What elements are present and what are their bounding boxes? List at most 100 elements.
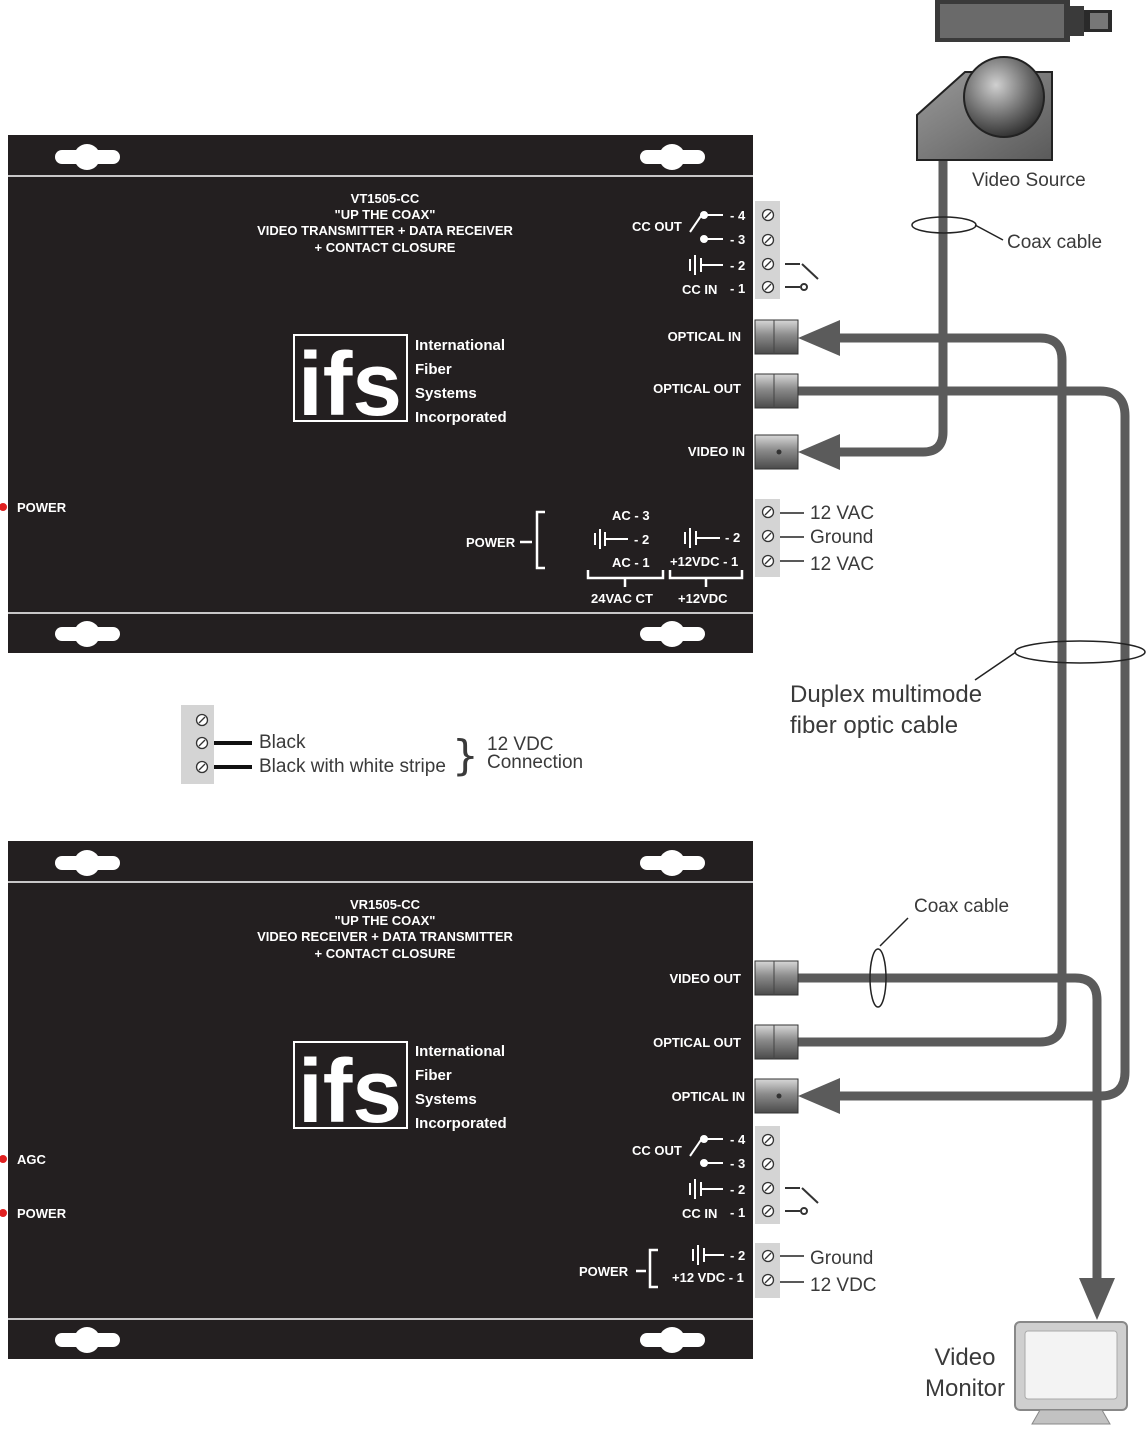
logo-line-2: Fiber (415, 361, 452, 378)
mounting-slot-icon (55, 144, 705, 647)
tx-ac3: AC - 3 (612, 508, 650, 523)
rx-optical-out-label: OPTICAL OUT (653, 1035, 741, 1050)
relay-switch-icon (689, 211, 723, 243)
agc-led (0, 1155, 7, 1163)
tx-pin-2: - 2 (730, 258, 745, 273)
legend-connection-1: 12 VDC (487, 734, 554, 755)
bnc-connector-icon (754, 960, 799, 996)
coax-marker-icon (869, 948, 887, 1008)
fiber-cable-a (793, 333, 1067, 1047)
monitor-label-1: Video (935, 1344, 996, 1371)
rx-pin-3: - 3 (730, 1156, 745, 1171)
rx-optical-in-label: OPTICAL IN (672, 1089, 745, 1104)
tx-power-label: POWER (466, 535, 516, 550)
battery-icon (689, 1179, 723, 1199)
rx-pin-4: - 4 (730, 1132, 746, 1147)
coax-cable-video-in (833, 155, 948, 457)
tx-ac-group: 24VAC CT (591, 591, 653, 606)
video-camera-icon (916, 0, 1112, 161)
logo-mark: ifs (298, 1042, 402, 1142)
tx-dc-group: +12VDC (678, 591, 728, 606)
wire-legend: Black Black with white stripe } 12 VDC C… (181, 705, 583, 784)
ground-rx-label: Ground (810, 1248, 873, 1269)
rx-pw1: +12 VDC - 1 (672, 1270, 744, 1285)
tx-title-4: + CONTACT CLOSURE (315, 240, 456, 255)
ground-top-label: Ground (810, 527, 873, 548)
legend-connection-2: Connection (487, 752, 583, 773)
tx-ac1: AC - 1 (612, 555, 650, 570)
tx-title-2: "UP THE COAX" (335, 207, 436, 222)
arrowhead-monitor (1079, 1278, 1115, 1320)
logo-line-2: Fiber (415, 1067, 452, 1084)
logo-line-1: International (415, 1043, 505, 1060)
dc-battery-icon (684, 528, 720, 548)
battery-icon (689, 255, 723, 275)
tx-power-led-label: POWER (17, 500, 67, 515)
tx-optical-in-label: OPTICAL IN (668, 329, 741, 344)
logo-mark: ifs (298, 335, 402, 435)
tx-dc2: - 2 (725, 530, 740, 545)
vdc-rx-label: 12 VDC (810, 1275, 877, 1296)
tx-pin-4: - 4 (730, 208, 746, 223)
rx-title-1: VR1505-CC (350, 897, 421, 912)
rx-cc-out-label: CC OUT (632, 1143, 682, 1158)
rx-pin-2: - 2 (730, 1182, 745, 1197)
coax-bottom-label: Coax cable (914, 896, 1009, 917)
receiver-unit: VR1505-CC "UP THE COAX" VIDEO RECEIVER +… (0, 841, 753, 1359)
mounting-slot-icon (55, 850, 705, 1353)
legend-stripe: Black with white stripe (259, 756, 446, 777)
power-bracket (636, 1248, 658, 1289)
tx-ac2: - 2 (634, 532, 649, 547)
rx-video-out-label: VIDEO OUT (669, 971, 741, 986)
rx-cc-in-label: CC IN (682, 1206, 717, 1221)
tx-cc-out-label: CC OUT (632, 219, 682, 234)
cables (793, 155, 1130, 1295)
video-monitor-icon (1014, 1321, 1128, 1425)
contact-switch-icon (785, 263, 819, 291)
rx-title-3: VIDEO RECEIVER + DATA TRANSMITTER (257, 929, 513, 944)
logo-line-3: Systems (415, 385, 477, 402)
rx-pw2: - 2 (730, 1248, 745, 1263)
ifs-logo: ifs International Fiber Systems Incorpor… (293, 334, 507, 435)
legend-black: Black (259, 732, 306, 753)
tx-video-in-label: VIDEO IN (688, 444, 745, 459)
arrowhead-video-in (798, 434, 840, 470)
coax-top-label: Coax cable (1007, 232, 1102, 253)
tx-title-1: VT1505-CC (351, 191, 420, 206)
terminal-screw-icon (761, 1133, 775, 1287)
relay-switch-icon (689, 1135, 723, 1167)
ac-ground-icon (594, 529, 628, 549)
rx-agc-label: AGC (17, 1152, 47, 1167)
arrowhead-optical-in-rx (798, 1078, 840, 1114)
tx-dc1: +12VDC - 1 (670, 554, 738, 569)
tx-pin-3: - 3 (730, 232, 745, 247)
vac-top-label: 12 VAC (810, 503, 874, 524)
logo-line-4: Incorporated (415, 409, 507, 426)
power-led (0, 1209, 7, 1217)
logo-line-4: Incorporated (415, 1115, 507, 1132)
tx-optical-out-label: OPTICAL OUT (653, 381, 741, 396)
duplex-label-1: Duplex multimode (790, 681, 982, 708)
rx-title-2: "UP THE COAX" (335, 913, 436, 928)
contact-switch-icon (785, 1187, 819, 1215)
rx-title-4: + CONTACT CLOSURE (315, 946, 456, 961)
terminal-screw-icon (195, 713, 209, 774)
rx-pin-1: - 1 (730, 1205, 745, 1220)
optical-connector-icon (754, 319, 799, 409)
bnc-connector-icon (754, 434, 799, 470)
tx-pin-1: - 1 (730, 281, 745, 296)
brace-icon: } (452, 731, 479, 780)
vac-bottom-label: 12 VAC (810, 554, 874, 575)
arrowheads (798, 320, 1115, 1320)
arrowhead-optical-in-tx (798, 320, 840, 356)
fiber-cable-b (793, 386, 1130, 1101)
power-led (0, 503, 7, 511)
duplex-label-2: fiber optic cable (790, 712, 958, 739)
rx-power-led-label: POWER (17, 1206, 67, 1221)
ifs-logo: ifs International Fiber Systems Incorpor… (293, 1041, 507, 1142)
logo-line-3: Systems (415, 1091, 477, 1108)
annotations: Video Source Coax cable 12 VAC Ground 12… (780, 170, 1146, 1402)
monitor-label-2: Monitor (925, 1375, 1005, 1402)
tx-title-3: VIDEO TRANSMITTER + DATA RECEIVER (257, 223, 513, 238)
